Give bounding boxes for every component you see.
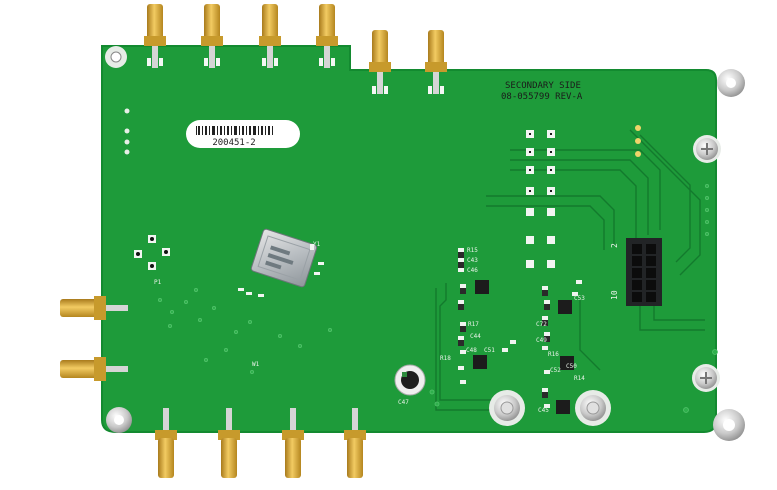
silkscreen-header: SECONDARY SIDE 08-055799 REV-A [501, 81, 583, 102]
designator-r14: R14 [574, 375, 585, 382]
designator-c44: C44 [470, 333, 481, 340]
silkscreen-side-label: SECONDARY SIDE [505, 81, 581, 91]
barcode-label: 200451-2 [186, 120, 300, 148]
left-ics: P1 [134, 235, 170, 286]
sma-connectors-left [60, 296, 128, 381]
barcode-number: 200451-2 [212, 138, 255, 148]
designator-w1: W1 [252, 361, 260, 368]
ground-washers [489, 390, 611, 426]
designator-r16: R16 [548, 351, 559, 358]
smd-pad-matrix [526, 130, 555, 268]
screws [692, 135, 721, 392]
sma-connectors-top [144, 4, 447, 94]
silkscreen-part-number: 08-055799 REV-A [501, 92, 583, 102]
designator-c49: C49 [536, 337, 547, 344]
designator-c45: C45 [538, 407, 549, 414]
designator-r15: R15 [467, 247, 478, 254]
vias-right-edge [429, 183, 718, 413]
connector-pads [147, 58, 444, 94]
designator-c46: C46 [467, 267, 478, 274]
electrolytic-capacitor: C47 [394, 364, 426, 406]
designator-r17: R17 [468, 321, 479, 328]
designator-c43: C43 [467, 257, 478, 264]
sma-connectors-bottom [155, 408, 366, 478]
capacitor-designator: C47 [398, 399, 409, 406]
designator-c72: C72 [536, 321, 547, 328]
header-pin-label-bottom: 10 [610, 290, 619, 300]
mounting-holes [105, 46, 745, 441]
designator-y1: Y1 [313, 241, 321, 248]
designator-c52: C52 [550, 367, 561, 374]
vias-left [124, 108, 130, 155]
designator-c53: C53 [574, 295, 585, 302]
designator-c48: C48 [466, 347, 477, 354]
pin-header-2x5: 2 10 [610, 238, 662, 306]
crystal-oscillator [250, 228, 318, 288]
designator-r18: R18 [440, 355, 451, 362]
smd-cluster-crystal [238, 244, 324, 297]
power-section: R15 C43 C46 R17 C44 C48 C53 C72 C49 R14 … [440, 247, 585, 414]
header-pin-label-top: 2 [610, 243, 619, 248]
designator-c50: C50 [566, 363, 577, 370]
designator-c51: C51 [484, 347, 495, 354]
vias-scattered [157, 287, 332, 374]
test-points [635, 125, 641, 157]
designator-p1: P1 [154, 279, 162, 286]
pcb-traces [435, 129, 705, 411]
